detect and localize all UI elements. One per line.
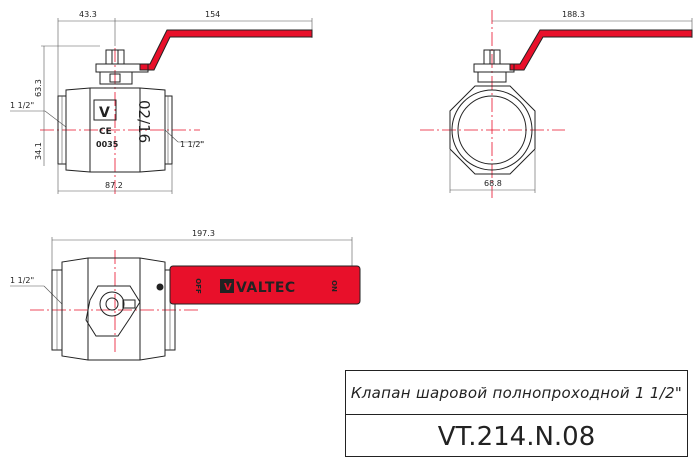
title-block: Клапан шаровой полнопроходной 1 1/2" VT.… [345,370,688,457]
handle-off-label: OFF [194,278,202,294]
dim-side-bottom: 68.8 [484,179,502,188]
dim-front-height: 63.3 [34,79,43,97]
top-stem-cap [99,291,125,317]
handle-brand: VALTEC [236,280,296,296]
dim-front-top-left: 43.3 [79,10,97,19]
dim-side-top: 188.3 [562,10,585,19]
side-handle [509,29,693,71]
dim-top-thread: 1 1/2" [10,276,34,285]
top-stem-nut [85,285,141,337]
front-view: 43.3 154 63.3 34.1 1 1/2" 1 1/2" [10,10,313,195]
side-valve-body [449,85,536,175]
front-body-ce: CE [99,127,112,137]
top-handle-pin [156,283,164,291]
side-outer-ring [451,89,533,171]
top-handle [169,265,361,305]
dim-top-view-top: 197.3 [192,229,215,238]
top-view: 197.3 1 1/2" OFF V VALTEC ON [10,229,361,361]
front-body-logo: V [99,105,110,121]
front-body-pn: 02/16 [135,100,153,143]
front-body-code: 0035 [96,140,119,149]
dim-front-thread-left: 1 1/2" [10,101,34,110]
svg-text:V: V [224,282,232,293]
front-handle [139,29,313,71]
top-stem-bolt [105,297,119,311]
product-code: VT.214.N.08 [437,421,596,452]
dim-front-top-right: 154 [205,10,220,19]
dim-front-bottom: 87.2 [105,181,123,190]
side-inner-ring [457,95,527,165]
top-valve-body [51,257,176,361]
dim-front-mid: 34.1 [34,142,43,160]
side-view: 188.3 68.8 [420,10,693,198]
handle-logo-mark [220,279,234,293]
valtec-logo-box [93,99,117,121]
handle-on-label: ON [330,280,338,292]
product-name: Клапан шаровой полнопроходной 1 1/2" [346,371,687,415]
dim-front-thread-right: 1 1/2" [180,140,204,149]
